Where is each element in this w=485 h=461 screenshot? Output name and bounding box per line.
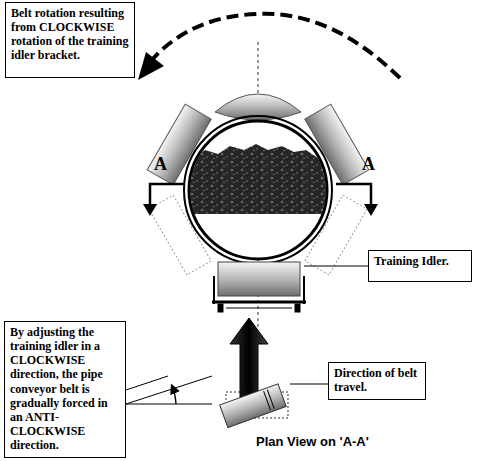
training-idler-bracket [212,276,306,312]
callout-text: Belt rotation resulting from CLOCKWISE r… [11,6,129,63]
callout-text: Direction of belt travel. [334,366,420,394]
leader-line [290,384,328,385]
leader-line [304,266,368,267]
idler-plan-roller [220,384,286,428]
callout-text: By adjusting the training idler in a CLO… [10,325,120,452]
caption: Plan View on 'A-A' [256,434,369,449]
rotation-arrowhead [138,52,164,80]
section-letter: A [154,154,167,175]
callout-box: By adjusting the training idler in a CLO… [4,321,126,458]
training-idler-roller [218,262,300,296]
angle-indicator [126,376,212,404]
label-box: Training Idler. [368,250,472,282]
label-box: Direction of belt travel. [328,362,426,400]
callout-box: Belt rotation resulting from CLOCKWISE r… [5,2,135,78]
bulk-material [180,144,336,214]
section-letter: A [362,154,375,175]
idler-rollers [147,94,369,275]
section-marker [150,184,371,206]
callout-text: Training Idler. [374,254,466,268]
rotation-arc [150,14,400,78]
